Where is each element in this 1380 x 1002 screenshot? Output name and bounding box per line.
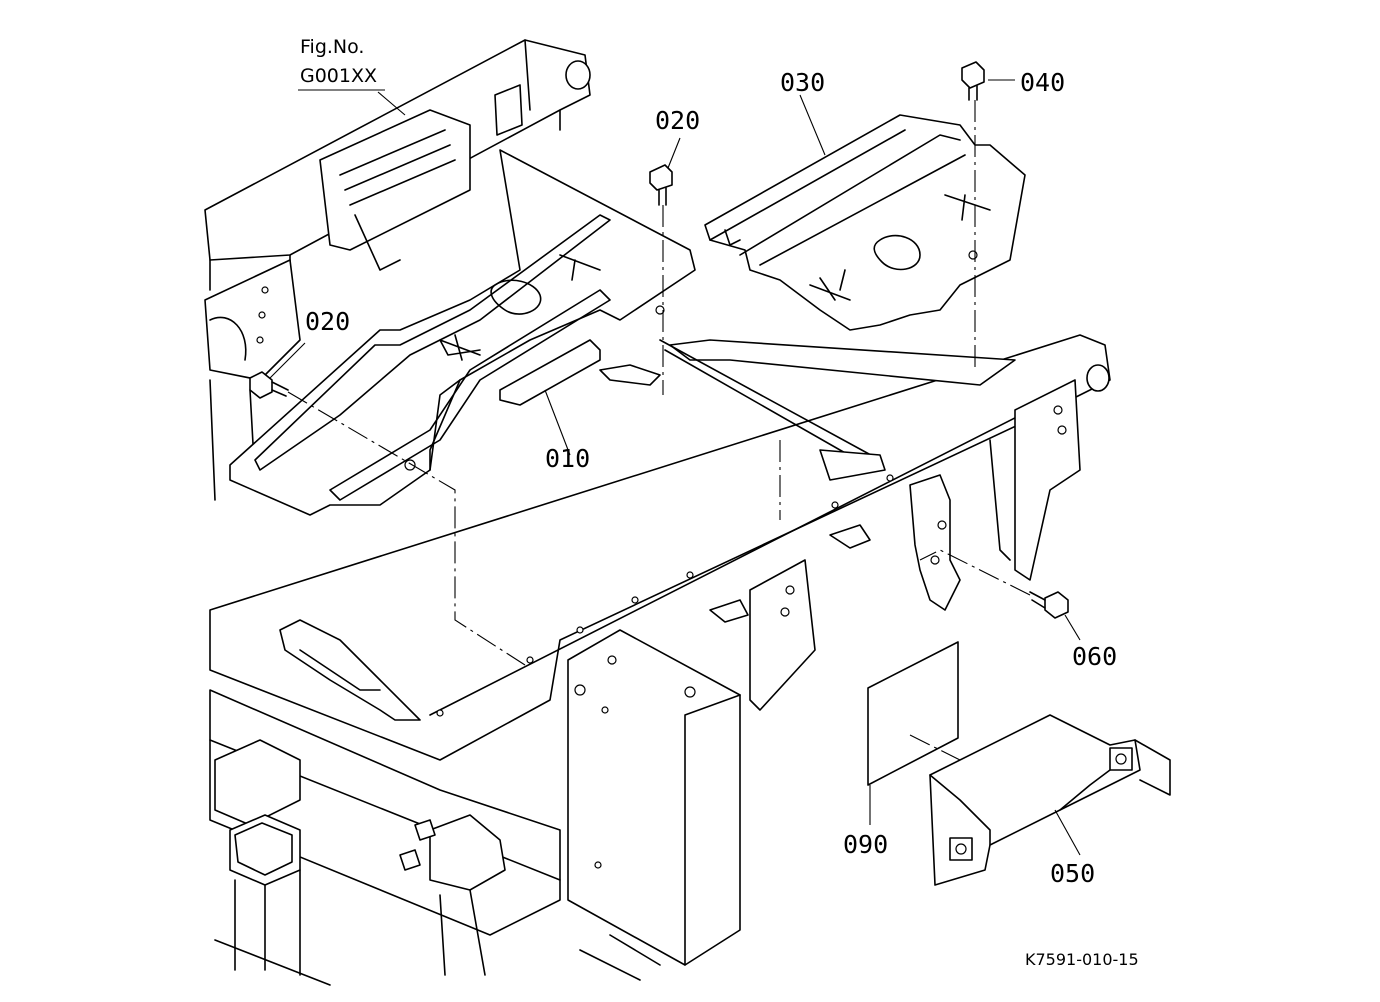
- bolt-040: [961, 61, 985, 101]
- assembly-center-lines: [287, 100, 1031, 761]
- lower-frame-section: [209, 689, 661, 986]
- drawing-code: K7591-010-15: [1025, 950, 1139, 969]
- plate-030-hot-marking: [809, 194, 991, 301]
- figure-number-block: Fig.No. G001XX: [298, 36, 385, 91]
- part-label-060: 060: [1072, 642, 1117, 671]
- plate-010-hot-marking: [439, 254, 601, 361]
- leader-lines: [269, 79, 1081, 856]
- part-label-010: 010: [545, 444, 590, 473]
- part-label-090: 090: [843, 830, 888, 859]
- part-label-030: 030: [780, 68, 825, 97]
- part-label-020-left: 020: [305, 307, 350, 336]
- bolt-020-upper: [649, 164, 673, 206]
- plate-090: [867, 641, 959, 786]
- heat-shield-plate-030: [704, 114, 1026, 331]
- bracket-050: [929, 714, 1171, 886]
- bolt-060: [1029, 591, 1069, 619]
- main-frame-rail: [209, 334, 1111, 966]
- bolt-020-left: [249, 371, 289, 399]
- part-label-040: 040: [1020, 68, 1065, 97]
- part-label-050: 050: [1050, 859, 1095, 888]
- part-label-020-upper: 020: [655, 106, 700, 135]
- fig-no-label: Fig.No.: [300, 36, 364, 58]
- fig-no-value: G001XX: [300, 65, 377, 87]
- frame-rear-section: [204, 39, 591, 501]
- heat-shield-plate-010: [229, 149, 696, 516]
